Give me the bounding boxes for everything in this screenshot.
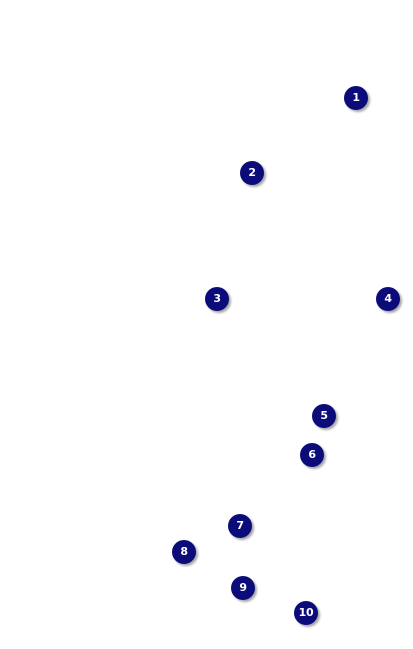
marker-2[interactable]: 2 — [240, 161, 264, 185]
marker-6[interactable]: 6 — [300, 443, 324, 467]
marker-5-label: 5 — [320, 409, 328, 422]
marker-3-label: 3 — [213, 292, 221, 305]
marker-2-label: 2 — [248, 166, 256, 179]
marker-10-label: 10 — [298, 606, 314, 619]
marker-8-label: 8 — [180, 545, 188, 558]
marker-4[interactable]: 4 — [376, 287, 400, 311]
marker-4-label: 4 — [384, 292, 392, 305]
marker-7[interactable]: 7 — [228, 514, 252, 538]
marker-9-label: 9 — [239, 581, 247, 594]
marker-9[interactable]: 9 — [231, 576, 255, 600]
marker-7-label: 7 — [236, 519, 244, 532]
marker-5[interactable]: 5 — [312, 404, 336, 428]
marker-1[interactable]: 1 — [344, 86, 368, 110]
marker-6-label: 6 — [308, 448, 316, 461]
marker-8[interactable]: 8 — [172, 540, 196, 564]
marker-1-label: 1 — [352, 91, 360, 104]
marker-10[interactable]: 10 — [294, 601, 318, 625]
marker-3[interactable]: 3 — [205, 287, 229, 311]
